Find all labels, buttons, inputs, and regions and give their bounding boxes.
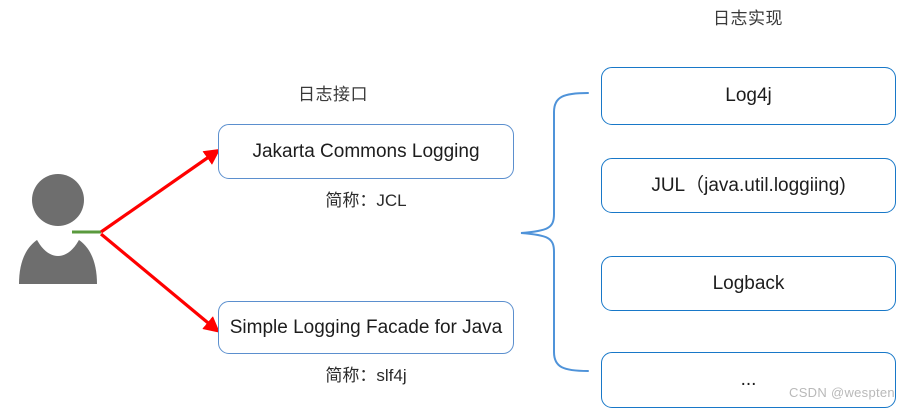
csdn-watermark: CSDN @wespten	[789, 385, 895, 400]
box-jul-label: JUL（java.util.loggiing)	[651, 174, 846, 196]
box-jakarta-commons-logging[interactable]: Jakarta Commons Logging	[218, 124, 514, 179]
box-jakarta-commons-logging-label: Jakarta Commons Logging	[252, 140, 480, 162]
box-simple-logging-facade-for-java[interactable]: Simple Logging Facade for Java	[218, 301, 514, 354]
arrow-to-slf4j	[99, 232, 220, 333]
grouping-brace	[520, 92, 589, 372]
heading-logging-interface: 日志接口	[298, 85, 368, 104]
box-log4j[interactable]: Log4j	[601, 67, 896, 125]
arrow-to-jcl	[100, 148, 221, 234]
box-jul[interactable]: JUL（java.util.loggiing)	[601, 158, 896, 213]
heading-logging-implementation: 日志实现	[713, 9, 783, 28]
box-logback[interactable]: Logback	[601, 256, 896, 311]
box-others[interactable]: ...	[601, 352, 896, 408]
box-log4j-label: Log4j	[725, 85, 772, 107]
caption-jcl: 简称：JCL	[325, 191, 407, 210]
user-avatar	[12, 168, 104, 286]
caption-slf4j: 简称：slf4j	[325, 366, 407, 385]
box-simple-logging-facade-for-java-label: Simple Logging Facade for Java	[229, 316, 503, 338]
box-logback-label: Logback	[712, 272, 785, 294]
box-others-label: ...	[740, 369, 757, 391]
user-avatar-icon	[19, 174, 97, 284]
